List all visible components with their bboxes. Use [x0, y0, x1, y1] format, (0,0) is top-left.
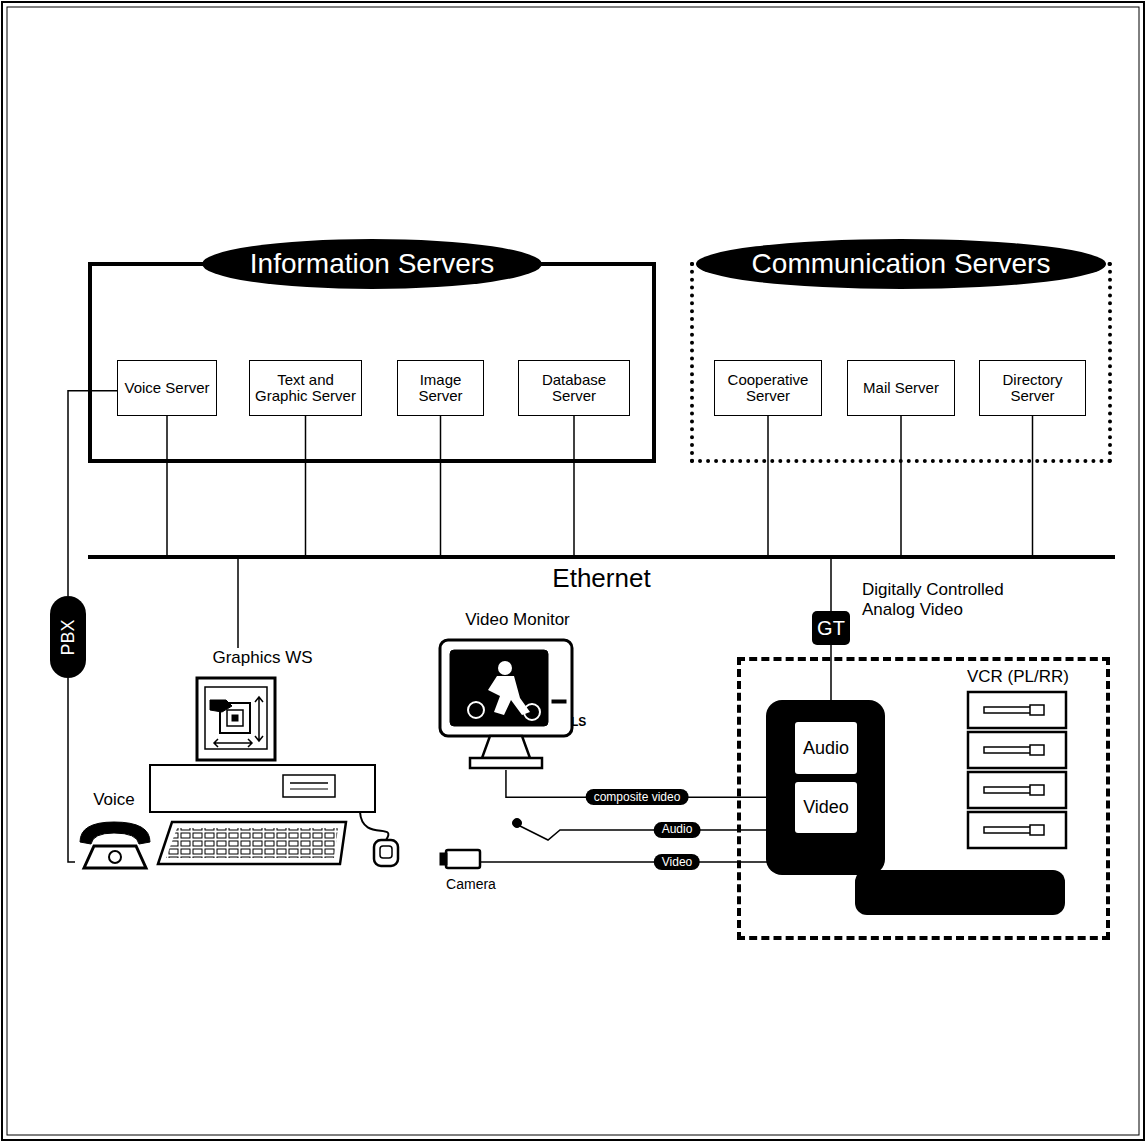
server-box: Cooperative Server — [714, 360, 822, 416]
connector — [68, 391, 117, 596]
node-label: Directory Server — [984, 372, 1081, 404]
telephone — [80, 822, 150, 868]
video-channel: Video — [795, 782, 857, 833]
server-box: Directory Server — [979, 360, 1086, 416]
server-box: Image Server — [397, 360, 484, 416]
node-label: Video — [803, 797, 849, 818]
server-box: Voice Server — [117, 360, 217, 416]
annotation: Digitally Controlled Analog Video — [862, 580, 1052, 619]
node-label: Voice Server — [124, 380, 209, 396]
server-box: Mail Server — [847, 360, 955, 416]
pbx-switch: PBX — [50, 596, 86, 678]
node-label: Ethernet — [552, 563, 650, 594]
group-heading: Information Servers — [202, 239, 542, 289]
graphics-workstation — [150, 678, 398, 866]
node-label: Audio — [803, 738, 849, 759]
connector — [767, 416, 769, 555]
signal-label: composite video — [586, 789, 689, 805]
connector — [237, 555, 239, 648]
group-heading: Communication Servers — [696, 239, 1106, 289]
camera: Camera — [436, 846, 506, 892]
workstation: Graphics WS — [140, 648, 385, 848]
node-label: Voice — [91, 790, 137, 810]
node-label: PBX — [58, 619, 79, 655]
server-group: Information ServersVoice ServerText and … — [88, 262, 656, 463]
node-label: GT — [817, 617, 845, 640]
node-label: Camera — [444, 876, 498, 892]
audio-channel: Audio — [795, 722, 857, 774]
node-label: Graphics WS — [210, 648, 314, 668]
connector — [440, 416, 442, 555]
connector — [573, 416, 575, 555]
server-box: Database Server — [518, 360, 630, 416]
node-label: Image Server — [402, 372, 479, 404]
camera — [440, 850, 506, 868]
server-box: Text and Graphic Server — [249, 360, 362, 416]
node-label: Text and Graphic Server — [254, 372, 357, 404]
microphone — [513, 819, 767, 841]
node-label: Mail Server — [863, 380, 939, 396]
connector — [900, 416, 902, 555]
connector — [166, 416, 168, 555]
monitor-mark: LS — [571, 716, 586, 730]
connector — [305, 416, 307, 555]
av-switch-unit — [766, 700, 885, 875]
vcr-stack — [855, 692, 1066, 915]
video-monitor: Video Monitor — [435, 610, 600, 770]
server-group: Communication ServersCooperative ServerM… — [690, 262, 1112, 463]
node-label: Cooperative Server — [719, 372, 817, 404]
node-label: VCR (PL/RR) — [967, 667, 1069, 687]
signal-label: Video — [654, 854, 700, 870]
node-label: Video Monitor — [463, 610, 572, 630]
telephone-set: Voice — [75, 790, 153, 880]
gt-interface: GT — [812, 611, 850, 645]
connector — [830, 555, 832, 611]
video-system: VCR (PL/RR) AudioVideo — [737, 657, 1110, 940]
video-monitor — [440, 640, 572, 768]
node-label: Database Server — [523, 372, 625, 404]
signal-label: Audio — [654, 822, 701, 838]
connector — [1032, 416, 1034, 555]
connector — [68, 678, 75, 862]
